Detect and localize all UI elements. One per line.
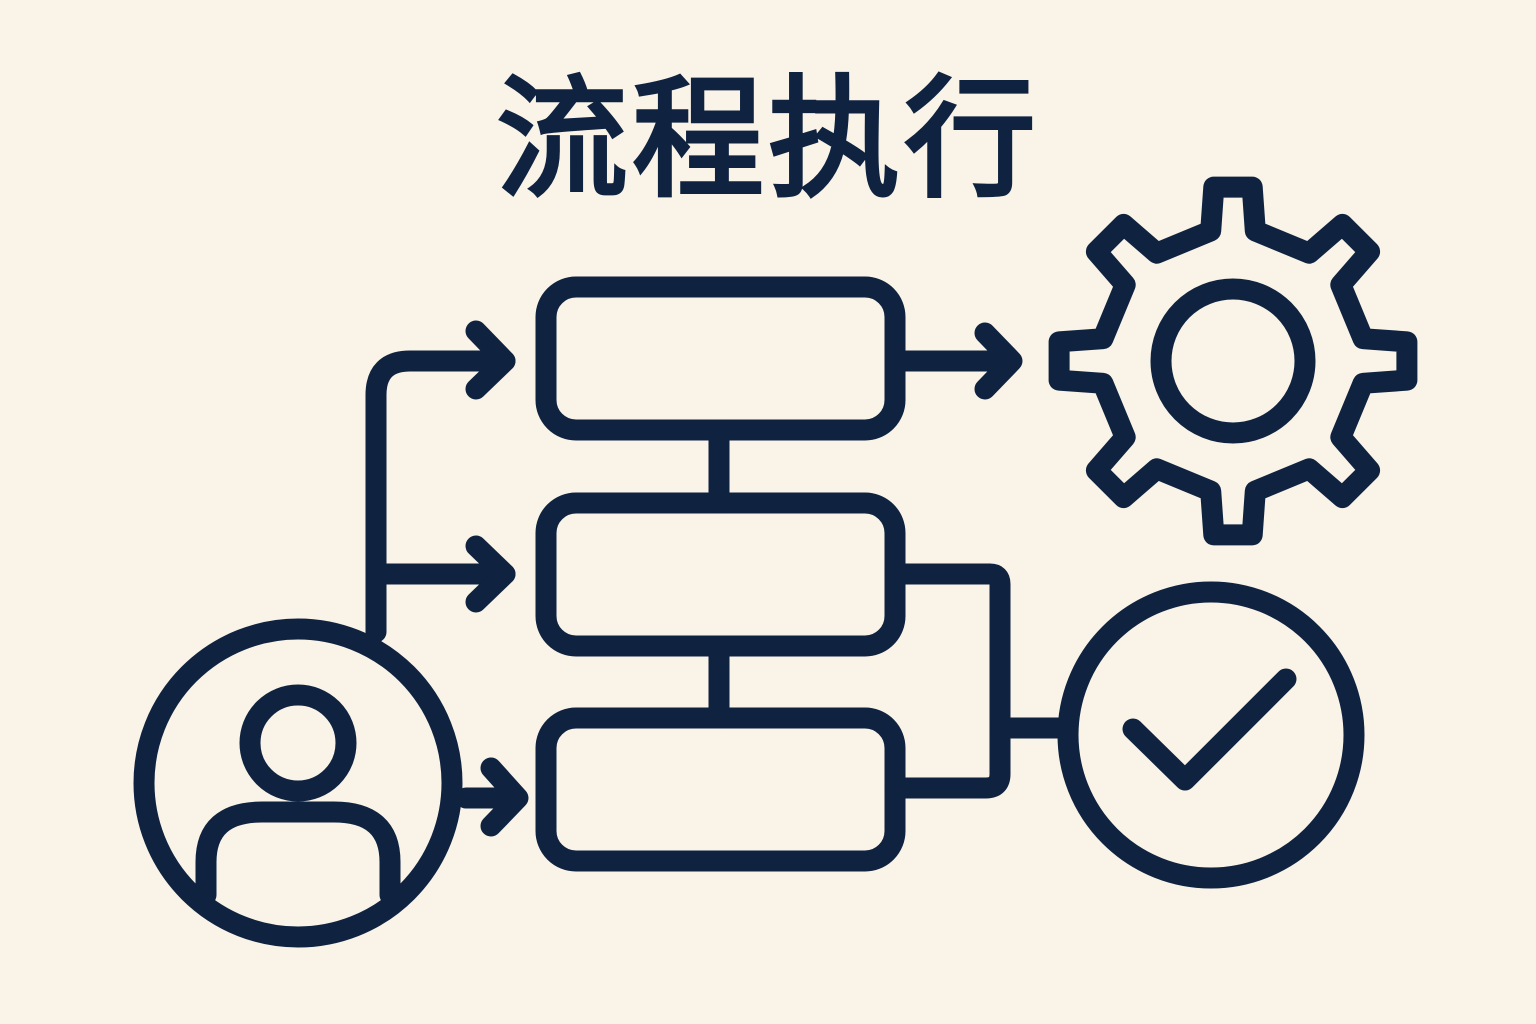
check-icon xyxy=(1057,581,1365,889)
edge-box2-box3-to-check xyxy=(884,563,1011,799)
gear-icon xyxy=(1048,176,1418,546)
arrowhead-box3 xyxy=(480,757,529,837)
arrowhead-box1 xyxy=(465,320,516,400)
check-mark xyxy=(1122,668,1297,791)
gear-hub xyxy=(1150,278,1316,444)
user-head xyxy=(239,684,357,802)
user-icon xyxy=(133,618,463,948)
check-circle xyxy=(1057,581,1365,889)
arrowhead-gear xyxy=(974,322,1023,400)
user-circle xyxy=(133,618,463,948)
diagram-title: 流程执行 xyxy=(496,63,1040,217)
edge-user-to-box1 xyxy=(365,350,516,643)
gear-outline xyxy=(1048,176,1418,546)
arrowhead-box2 xyxy=(465,535,516,613)
user-body xyxy=(195,801,401,906)
